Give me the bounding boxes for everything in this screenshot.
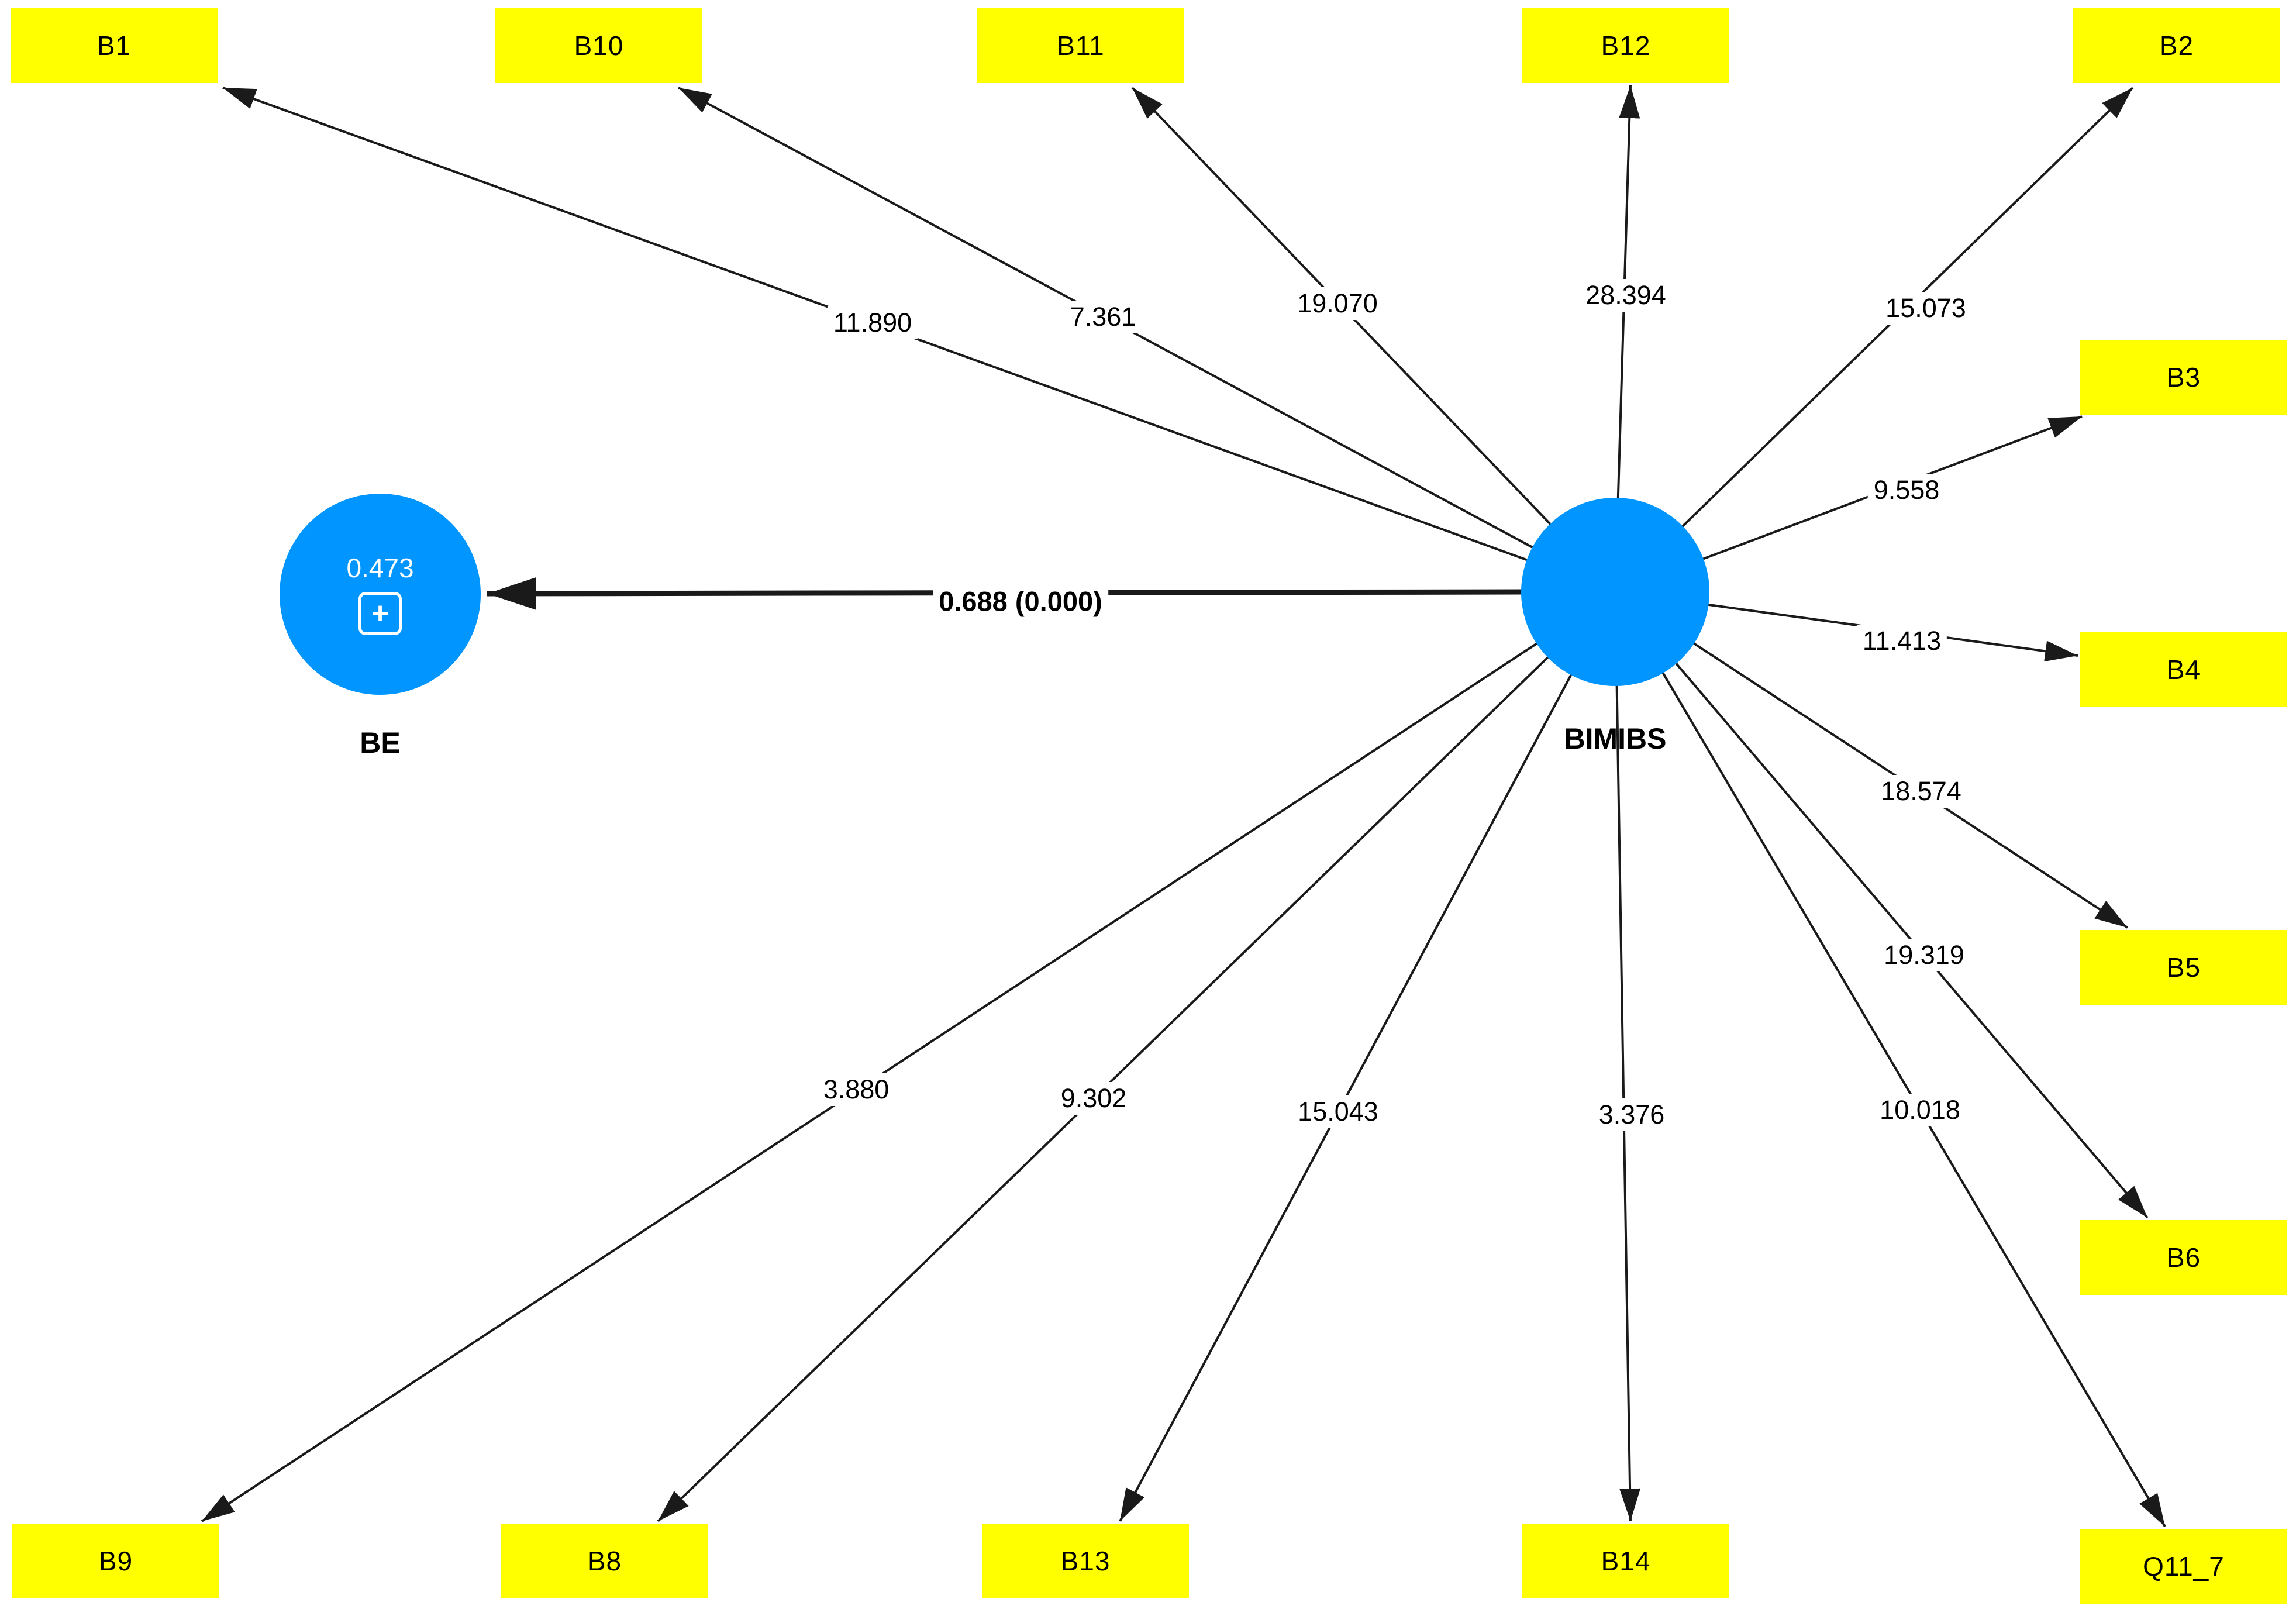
edge-line-B8 <box>657 591 1616 1522</box>
edge-line-B1 <box>222 87 1616 593</box>
indicator-box-B14[interactable]: B14 <box>1522 1524 1729 1598</box>
edge-line-B10 <box>678 87 1616 593</box>
indicator-box-B2[interactable]: B2 <box>2073 8 2280 83</box>
edge-line-B13 <box>1119 591 1616 1522</box>
structural-path-label: 0.688 (0.000) <box>933 584 1108 619</box>
expand-plus-icon[interactable]: + <box>358 592 402 636</box>
indicator-box-B6[interactable]: B6 <box>2080 1220 2287 1295</box>
edge-line-B14 <box>1614 591 1641 1522</box>
edge-label-B11: 19.070 <box>1291 287 1384 320</box>
indicator-box-B11[interactable]: B11 <box>977 8 1184 83</box>
indicator-box-B1[interactable]: B1 <box>11 8 218 83</box>
edge-label-B12: 28.394 <box>1580 279 1672 312</box>
indicator-box-B3[interactable]: B3 <box>2080 340 2287 415</box>
edge-label-B5: 18.574 <box>1875 775 1967 808</box>
edge-label-B3: 9.558 <box>1867 474 1946 507</box>
indicator-box-B4[interactable]: B4 <box>2080 632 2287 707</box>
edge-label-B4: 11.413 <box>1856 625 1947 657</box>
bimibs-node-label: BIMIBS <box>1564 722 1667 755</box>
edge-line-B5 <box>1614 591 2129 929</box>
edge-label-B6: 19.319 <box>1878 939 1970 971</box>
edge-line-B11 <box>1131 87 1616 593</box>
edge-line-Q11_7 <box>1614 591 2166 1528</box>
indicator-box-B8[interactable]: B8 <box>501 1524 708 1598</box>
indicator-box-B12[interactable]: B12 <box>1522 8 1729 83</box>
edge-line-B9 <box>201 591 1616 1522</box>
be-r2-value: 0.473 <box>346 552 414 583</box>
edge-label-Q11_7: 10.018 <box>1874 1094 1966 1126</box>
latent-node-bimibs[interactable] <box>1521 498 1709 686</box>
indicator-box-Q11_7[interactable]: Q11_7 <box>2080 1529 2287 1604</box>
edge-label-B8: 9.302 <box>1054 1082 1133 1115</box>
edge-label-B13: 15.043 <box>1292 1095 1384 1128</box>
edge-label-B2: 15.073 <box>1880 292 1972 325</box>
edge-line-B6 <box>1614 591 2149 1219</box>
edge-line-B2 <box>1614 87 2134 593</box>
be-node-label: BE <box>360 726 401 759</box>
latent-node-be[interactable]: 0.473 + <box>280 494 481 695</box>
edge-label-B10: 7.361 <box>1064 301 1142 333</box>
edge-label-B1: 11.890 <box>827 306 918 339</box>
edge-label-B14: 3.376 <box>1592 1098 1671 1131</box>
indicator-box-B9[interactable]: B9 <box>12 1524 219 1598</box>
indicator-box-B13[interactable]: B13 <box>982 1524 1189 1598</box>
indicator-box-B10[interactable]: B10 <box>495 8 702 83</box>
edge-label-B9: 3.880 <box>817 1073 895 1106</box>
indicator-box-B5[interactable]: B5 <box>2080 930 2287 1005</box>
